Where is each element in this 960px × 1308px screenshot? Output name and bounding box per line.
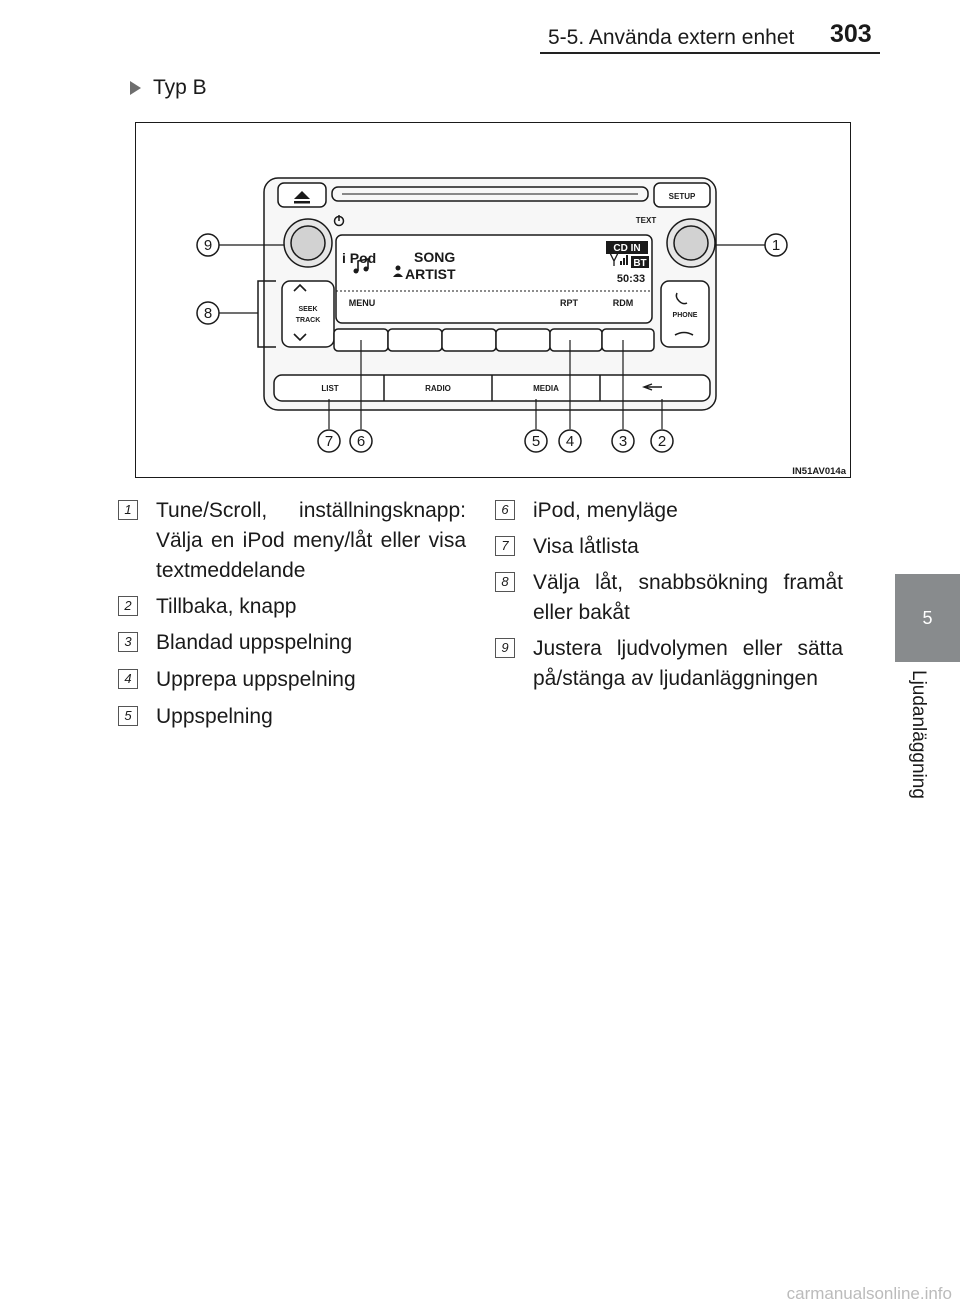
radio-figure: i Pod SONG ARTIST CD IN BT 50:33 MENU RP… [135, 122, 851, 478]
chevron-down-icon [293, 333, 307, 342]
list-item: 6 iPod, menyläge [495, 496, 843, 526]
item-text: Upprepa uppspelning [156, 668, 356, 691]
track-label: TRACK [296, 317, 321, 324]
setup-button[interactable]: SETUP [669, 192, 696, 201]
screen-menu: MENU [349, 298, 376, 308]
radio-button[interactable]: RADIO [425, 384, 451, 393]
subheading-text: Typ B [153, 76, 207, 99]
chapter-number: 5 [922, 607, 933, 628]
callout-2: 2 [658, 433, 666, 450]
triangle-bullet-icon [130, 81, 141, 95]
item-number: 7 [495, 536, 515, 556]
item-text: iPod, menyläge [533, 499, 678, 522]
list-item: 9 Justera ljudvolymen eller sätta på/stä… [495, 634, 843, 694]
phone-label: PHONE [673, 312, 698, 319]
list-item: 1 Tune/Scroll, inställningsknapp: Välja … [118, 496, 466, 586]
figure-code: IN51AV014a [792, 466, 846, 477]
music-note-icon [357, 258, 369, 271]
page-number: 303 [830, 20, 872, 48]
chapter-side-label: Ljudanläggning [907, 670, 931, 820]
chevron-up-icon [293, 283, 307, 292]
screen-song: SONG [414, 249, 455, 265]
list-item: 3 Blandad uppspelning [118, 628, 466, 658]
radio-illustration: i Pod SONG ARTIST CD IN BT 50:33 MENU RP… [196, 177, 847, 477]
callout-6: 6 [357, 433, 365, 450]
phone-pickup-icon [675, 292, 688, 305]
item-text: Blandad uppspelning [156, 631, 353, 654]
item-text: Justera ljudvolymen eller sätta på/stäng… [533, 637, 843, 690]
seek-label: SEEK [298, 306, 317, 313]
signal-icon [620, 261, 622, 265]
item-text: Tillbaka, knapp [156, 595, 297, 618]
screen-rdm: RDM [613, 298, 634, 308]
item-number: 1 [118, 500, 138, 520]
item-text: Välja låt, snabbsökning framåt eller bak… [533, 571, 843, 624]
callout-9: 9 [204, 237, 212, 254]
callout-3: 3 [619, 433, 627, 450]
list-button[interactable]: LIST [321, 384, 338, 393]
item-number: 5 [118, 706, 138, 726]
item-number: 3 [118, 632, 138, 652]
screen-source: i Pod [342, 250, 376, 266]
screen-bt: BT [633, 258, 646, 269]
list-item: 4 Upprepa uppspelning [118, 665, 466, 695]
item-text: Tune/Scroll, inställningsknapp: Välja en… [156, 499, 466, 582]
watermark: carmanualsonline.info [786, 1284, 952, 1303]
screen-time: 50:33 [617, 273, 645, 285]
phone-hangup-icon [674, 331, 694, 336]
list-item: 5 Uppspelning [118, 702, 466, 732]
chapter-tab[interactable]: 5 [895, 574, 960, 662]
item-number: 6 [495, 500, 515, 520]
list-item: 8 Välja låt, snabbsökning framåt eller b… [495, 568, 843, 628]
chapter-label: Ljudanläggning [908, 670, 929, 799]
text-button[interactable]: TEXT [636, 216, 657, 225]
callout-8: 8 [204, 305, 212, 322]
callout-5: 5 [532, 433, 540, 450]
item-number: 9 [495, 638, 515, 658]
header-rule [540, 52, 880, 54]
screen-rpt: RPT [560, 298, 579, 308]
screen-cd-in: CD IN [613, 243, 640, 254]
list-item: 2 Tillbaka, knapp [118, 592, 466, 622]
media-button[interactable]: MEDIA [533, 384, 559, 393]
list-item: 7 Visa låtlista [495, 532, 843, 562]
item-text: Visa låtlista [533, 535, 639, 558]
callout-7: 7 [325, 433, 333, 450]
eject-icon [294, 191, 310, 199]
item-number: 2 [118, 596, 138, 616]
screen-artist: ARTIST [405, 266, 456, 282]
artist-icon [395, 265, 401, 271]
item-number: 8 [495, 572, 515, 592]
section-title: 5-5. Använda extern enhet [548, 26, 795, 49]
item-number: 4 [118, 669, 138, 689]
callout-1: 1 [772, 237, 780, 254]
callout-4: 4 [566, 433, 574, 450]
antenna-icon [609, 252, 619, 266]
back-arrow-icon [642, 383, 662, 391]
item-text: Uppspelning [156, 705, 273, 728]
subheading: Typ B [130, 76, 207, 100]
